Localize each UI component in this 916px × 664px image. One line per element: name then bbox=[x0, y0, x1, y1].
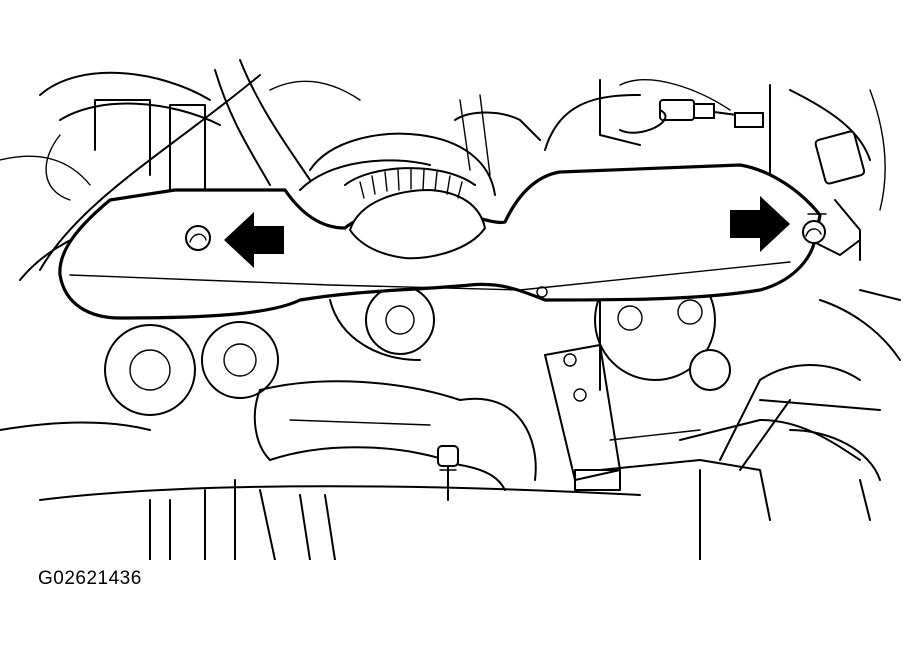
right-arrow-icon bbox=[730, 196, 790, 252]
background-engine-parts bbox=[0, 59, 901, 560]
figure-code-label: G02621436 bbox=[38, 568, 142, 589]
engine-cover-illustration bbox=[0, 59, 901, 560]
cover-rib-marks bbox=[344, 167, 476, 199]
right-bolt bbox=[802, 213, 827, 244]
left-bolt bbox=[185, 225, 211, 251]
left-arrow-icon bbox=[224, 212, 284, 268]
engine-cover-panel bbox=[58, 163, 827, 320]
